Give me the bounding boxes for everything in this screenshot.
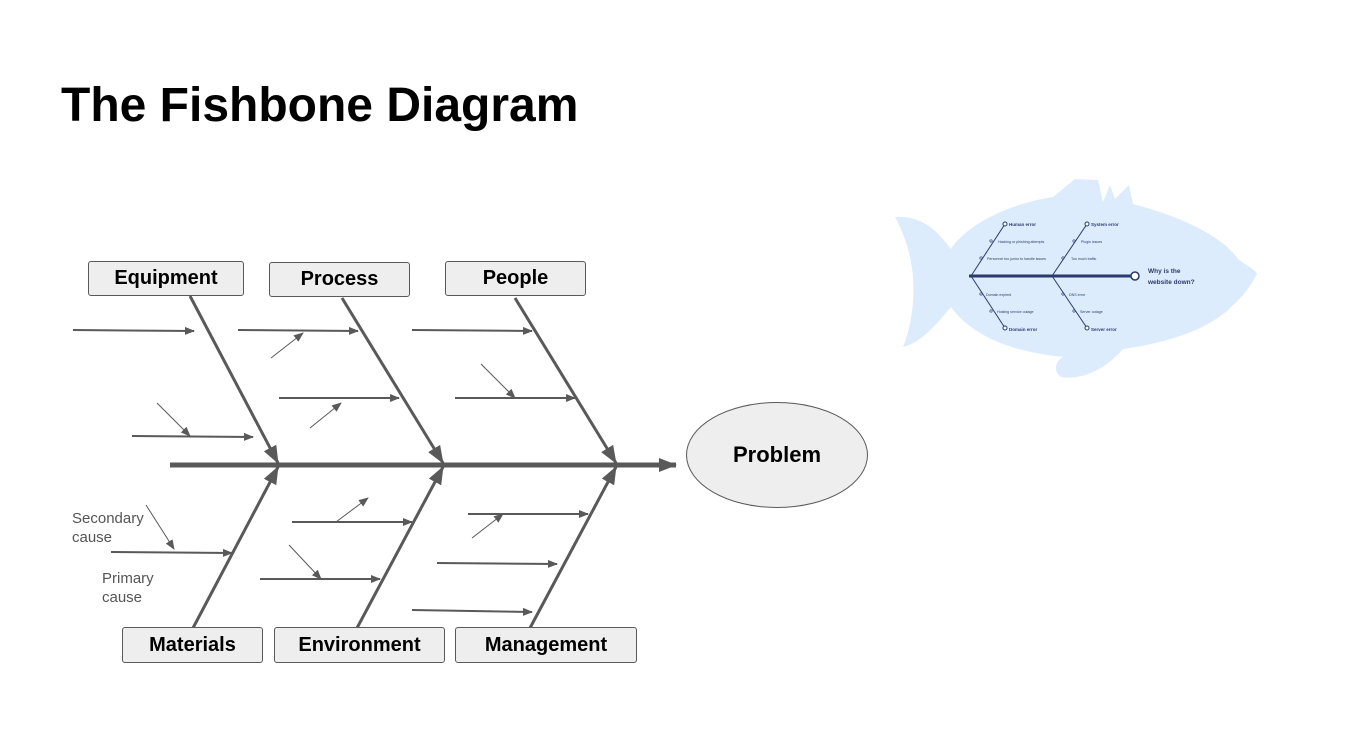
problem-ellipse: Problem xyxy=(686,402,868,508)
bone-management xyxy=(528,466,618,629)
secondary-cause-arrow xyxy=(480,363,516,399)
thumb-category-label: Domain error xyxy=(1009,327,1038,332)
thumb-cause-label: Plugin issues xyxy=(1081,240,1102,244)
primary-cause-arrow xyxy=(131,432,254,441)
thumb-cause-label: Server outage xyxy=(1080,310,1103,314)
bone-people xyxy=(513,297,618,464)
primary-cause-arrow xyxy=(72,326,195,335)
secondary-cause-label: Secondary cause xyxy=(72,510,144,546)
thumb-question-label: website down? xyxy=(1147,279,1195,286)
thumb-question-label: Why is the xyxy=(1148,268,1181,275)
thumb-bone-tl xyxy=(970,223,1006,277)
thumb-cause-label: Too much traffic xyxy=(1071,257,1097,261)
bone-environment xyxy=(355,466,445,629)
thumb-cause-label: Hacking or phishing attempts xyxy=(998,240,1045,244)
secondary-cause-arrow xyxy=(145,504,175,550)
category-environment: Environment xyxy=(274,627,445,663)
thumb-cause-dot xyxy=(1061,292,1065,296)
category-materials: Materials xyxy=(122,627,263,663)
bone-process xyxy=(340,297,445,464)
secondary-cause-arrow xyxy=(335,497,369,523)
primary-cause-arrow xyxy=(110,548,233,557)
thumb-category-label: Human error xyxy=(1009,222,1036,227)
secondary-cause-arrow xyxy=(309,402,342,429)
primary-cause-arrow xyxy=(411,607,533,616)
thumb-cause-label: Hosting service outage xyxy=(997,310,1034,314)
secondary-cause-arrow xyxy=(156,402,191,437)
primary-cause-label: Primary cause xyxy=(102,570,154,606)
secondary-cause-arrow xyxy=(471,513,504,539)
fish-shape xyxy=(895,179,1257,378)
bone-materials xyxy=(191,466,280,629)
thumb-head-node xyxy=(1130,271,1140,281)
thumb-cause-label: Domain expired xyxy=(986,293,1011,297)
thumb-cause-label: DNS error xyxy=(1069,293,1086,297)
thumb-cause-dot xyxy=(1072,309,1076,313)
primary-cause-arrow xyxy=(411,326,533,335)
secondary-cause-arrow xyxy=(270,332,304,359)
secondary-cause-arrow xyxy=(288,544,322,580)
bone-equipment xyxy=(188,295,280,464)
thumb-cause-dot xyxy=(1072,239,1076,243)
thumb-category-label: Server error xyxy=(1091,327,1117,332)
thumb-bone-bl xyxy=(970,275,1006,329)
category-people: People xyxy=(445,261,586,296)
primary-cause-arrow xyxy=(436,559,558,568)
category-process: Process xyxy=(269,262,410,297)
page-title: The Fishbone Diagram xyxy=(61,79,579,132)
thumb-category-label: System error xyxy=(1091,222,1119,227)
thumb-bone-br xyxy=(1051,275,1088,329)
thumb-bone-tr xyxy=(1051,223,1088,277)
primary-cause-arrow xyxy=(237,326,359,335)
category-management: Management xyxy=(455,627,637,663)
category-equipment: Equipment xyxy=(88,261,244,296)
thumb-cause-dot xyxy=(1061,256,1065,260)
thumb-cause-dot xyxy=(979,292,983,296)
thumb-cause-dot xyxy=(979,256,983,260)
thumb-cause-dot xyxy=(989,309,993,313)
thumb-cause-dot xyxy=(989,239,993,243)
thumb-cause-label: Personnel too junior to handle issues xyxy=(987,257,1046,261)
